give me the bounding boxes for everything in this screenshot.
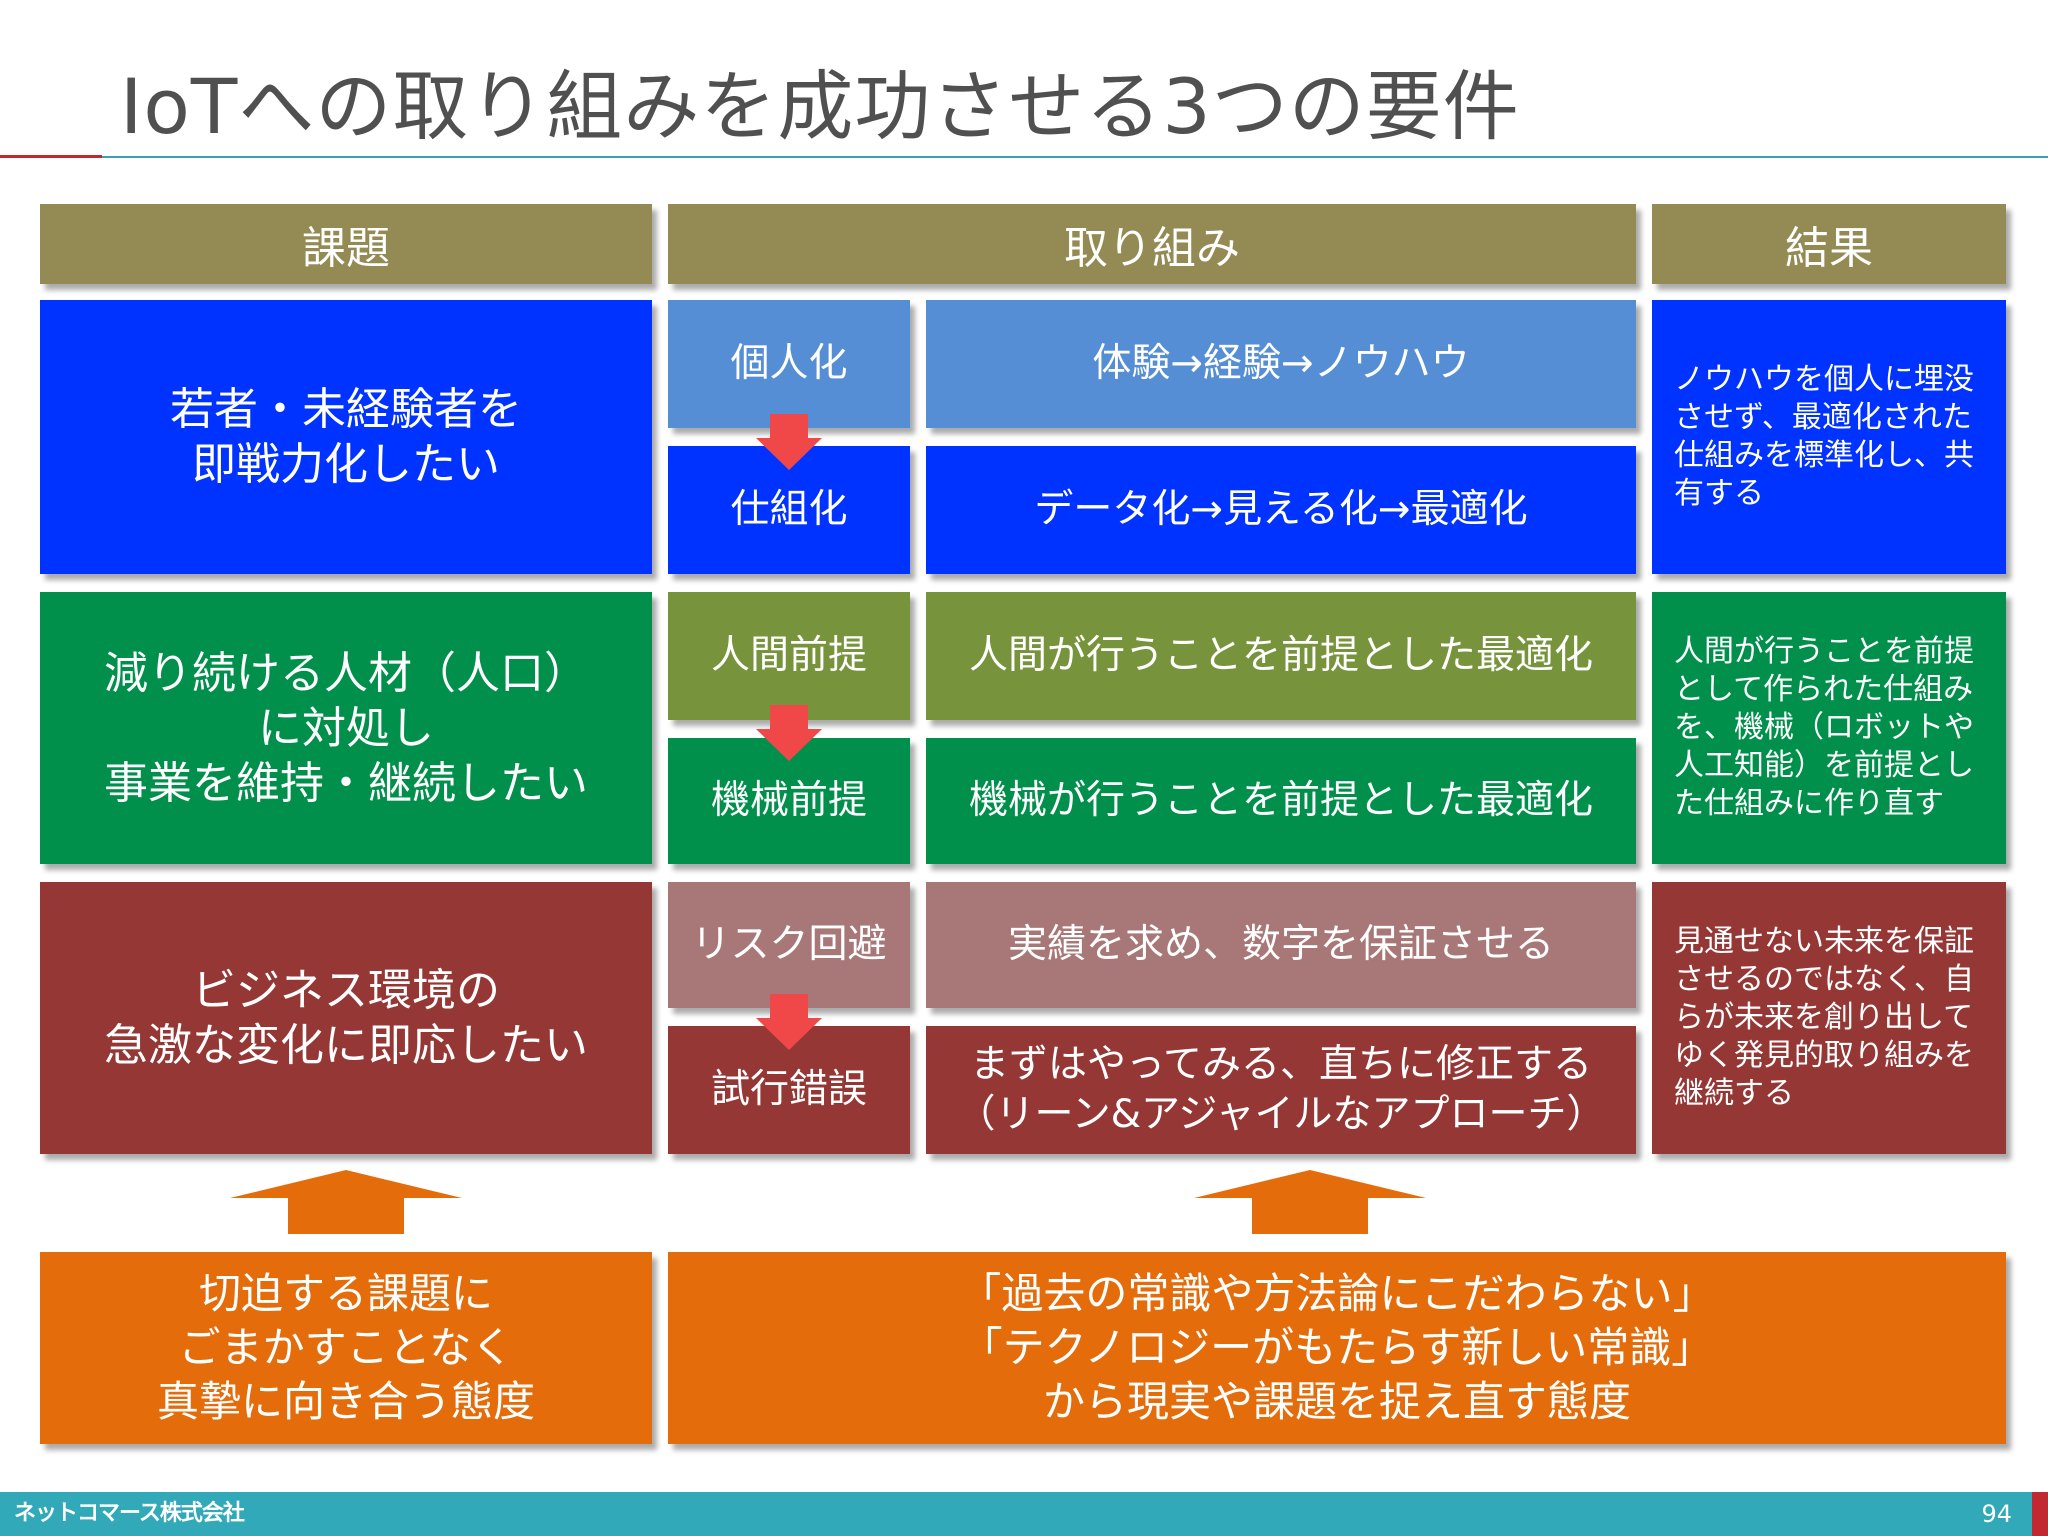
header-result: 結果 [1652,204,2006,284]
row2-to-text: 機械が行うことを前提とした最適化 [926,738,1636,864]
row2-to-label: 機械前提 [668,738,910,864]
row2-result: 人間が行うことを前提 として作られた仕組み を、機械（ロボットや 人工知能）を前… [1652,592,2006,864]
row1-from-text: 体験→経験→ノウハウ [926,300,1636,428]
row2-issue: 減り続ける人材（人口） に対処し 事業を維持・継続したい [40,592,652,864]
row2-from-label: 人間前提 [668,592,910,720]
footer-accent [2032,1492,2048,1536]
title-underline [102,156,2048,158]
bottom-right-attitude: 「過去の常識や方法論にこだわらない」 「テクノロジーがもたらす新しい常識」 から… [668,1252,2006,1444]
row2-from-text: 人間が行うことを前提とした最適化 [926,592,1636,720]
footer-company: ネットコマース株式会社 [14,1501,245,1526]
row1-issue: 若者・未経験者を 即戦力化したい [40,300,652,574]
bottom-left-attitude: 切迫する課題に ごまかすことなく 真摯に向き合う態度 [40,1252,652,1444]
row3-from-text: 実績を求め、数字を保証させる [926,882,1636,1008]
header-issue: 課題 [40,204,652,284]
row3-issue: ビジネス環境の 急激な変化に即応したい [40,882,652,1154]
header-approach: 取り組み [668,204,1636,284]
row1-to-text: データ化→見える化→最適化 [926,446,1636,574]
row3-result: 見通せない未来を保証 させるのではなく、自 らが未来を創り出して ゆく発見的取り… [1652,882,2006,1154]
page-title: IoTへの取り組みを成功させる3つの要件 [120,62,1520,151]
row1-from-label: 個人化 [668,300,910,428]
footer-bar [0,1492,2048,1536]
down-arrow-icon [756,705,822,761]
row3-to-text: まずはやってみる、直ちに修正する （リーン&アジャイルなアプローチ） [926,1026,1636,1154]
title-underline-accent [0,155,102,158]
row3-from-label: リスク回避 [668,882,910,1008]
row1-result: ノウハウを個人に埋没 させず、最適化された 仕組みを標準化し、共 有する [1652,300,2006,574]
up-arrow-icon [230,1170,462,1234]
page-number: 94 [1981,1500,2012,1528]
up-arrow-icon [1194,1170,1426,1234]
down-arrow-icon [756,994,822,1050]
down-arrow-icon [756,414,822,470]
